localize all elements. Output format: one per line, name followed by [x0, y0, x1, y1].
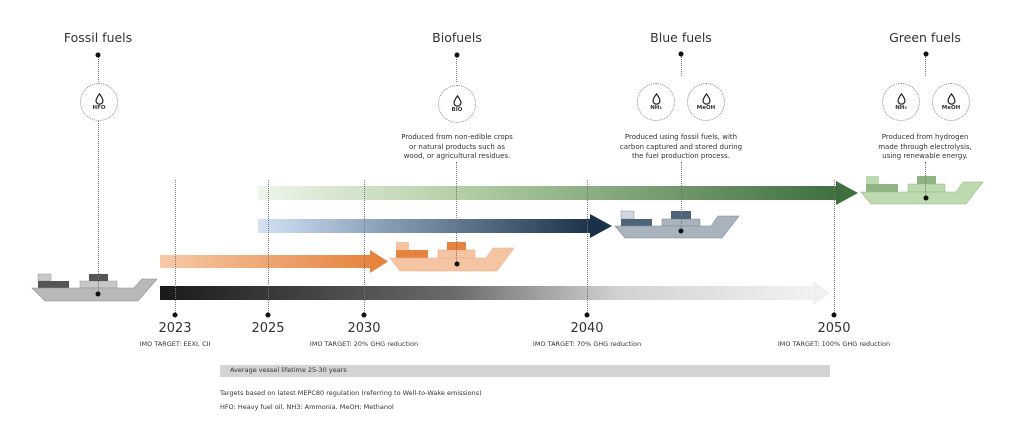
blue-connector-bottom	[681, 162, 682, 232]
milestone-target-2023: IMO TARGET: EEXI, CII	[139, 340, 211, 348]
green-description: Produced from hydrogen made through elec…	[878, 133, 972, 162]
ship-dot-blue	[678, 228, 684, 234]
milestone-dot-2050	[831, 312, 837, 318]
fossil-fuels-bar	[160, 281, 830, 305]
fossil-ship-icon	[31, 273, 158, 302]
fuel-label: HFO	[92, 104, 106, 111]
category-title-bio: Biofuels	[432, 30, 482, 45]
fuel-drop-icon	[946, 92, 956, 105]
fossil-connector-top	[98, 56, 99, 82]
fossil-connector-bottom	[98, 118, 99, 294]
fuel-drop-icon	[701, 92, 711, 105]
milestone-target-2030: IMO TARGET: 20% GHG reduction	[309, 340, 419, 348]
fuel-badge-blue-meoh: MeOH	[687, 83, 725, 121]
milestone-year-2030: 2030	[347, 321, 381, 336]
fuel-label: NH₃	[895, 104, 907, 111]
biofuels-ship-icon	[389, 242, 515, 272]
fuel-badge-green-nh3: NH₃	[882, 83, 920, 121]
milestone-year-2050: 2050	[817, 321, 851, 336]
blue-fuels-ship-icon	[614, 210, 740, 239]
blue-fuels-arrow	[258, 214, 612, 238]
description-line: Produced from hydrogen	[881, 133, 969, 141]
category-dot-green	[923, 51, 929, 57]
fuel-drop-icon	[452, 94, 462, 107]
fuel-label: MeOH	[696, 104, 716, 111]
biofuels-arrow	[160, 250, 388, 273]
ship-dot-green	[923, 195, 929, 201]
description-line: Produced using fossil fuels, with	[624, 133, 738, 141]
milestone-line-2050	[834, 180, 835, 315]
fuel-drop-icon	[896, 92, 906, 105]
fuel-label: BIO	[451, 106, 463, 113]
milestone-dot-2023	[172, 312, 178, 318]
milestone-line-2023	[175, 180, 176, 315]
blue-connector-top	[681, 56, 682, 76]
fuel-label: NH₃	[650, 104, 662, 111]
fuel-drop-icon	[94, 92, 104, 105]
category-title-blue: Blue fuels	[650, 30, 712, 45]
milestone-year-2023: 2023	[158, 321, 192, 336]
milestone-dot-2040	[584, 312, 590, 318]
category-dot-blue	[678, 51, 684, 57]
fuel-badge-green-meoh: MeOH	[932, 83, 970, 121]
category-title-green: Green fuels	[889, 30, 961, 45]
bio-description: Produced from non-edible crops or natura…	[401, 133, 513, 162]
vessel-lifetime-label: Average vessel lifetime 25-30 years	[230, 366, 347, 374]
fuel-badge-bio: BIO	[438, 85, 476, 123]
milestone-dot-2025	[265, 312, 271, 318]
ship-dot-bio	[454, 261, 460, 267]
green-fuels-ship-icon	[860, 176, 984, 205]
description-line: the fuel production process.	[631, 152, 731, 160]
fuel-badge-blue-nh3: NH₃	[637, 83, 675, 121]
milestone-line-2040	[587, 180, 588, 315]
milestone-target-2040: IMO TARGET: 70% GHG reduction	[532, 340, 642, 348]
green-connector-bottom	[925, 162, 926, 198]
milestone-dot-2030	[361, 312, 367, 318]
fuel-label: MeOH	[941, 104, 961, 111]
category-dot-fossil	[95, 52, 101, 58]
milestone-target-2050: IMO TARGET: 100% GHG reduction	[777, 340, 891, 348]
green-connector-top	[925, 56, 926, 76]
milestone-line-2030	[364, 180, 365, 315]
description-line: carbon captured and stored during	[619, 142, 743, 151]
blue-description: Produced using fossil fuels, with carbon…	[620, 133, 742, 162]
green-fuels-arrow	[258, 181, 858, 205]
milestone-year-2040: 2040	[570, 321, 604, 336]
milestone-year-2025: 2025	[251, 321, 285, 336]
category-title-fossil: Fossil fuels	[63, 30, 133, 45]
bio-connector-bottom	[456, 162, 457, 264]
abbreviation-note: HFO: Heavy fuel oil. NH3: Ammonia. MeOH:…	[220, 403, 394, 411]
category-dot-bio	[454, 52, 460, 58]
description-line: made through electrolysis,	[878, 142, 972, 151]
description-line: wood, or agricultural residues.	[403, 152, 511, 160]
description-line: using renewable energy.	[882, 152, 968, 160]
description-line: or natural products such as	[409, 142, 505, 151]
milestone-line-2025	[268, 180, 269, 315]
description-line: Produced from non-edible crops	[401, 133, 513, 141]
ship-dot-fossil	[95, 291, 101, 297]
regulation-note: Targets based on latest MEPC80 regulatio…	[220, 389, 482, 397]
fuel-drop-icon	[651, 92, 661, 105]
fuel-badge-hfo: HFO	[80, 83, 118, 121]
vessel-lifetime-bar: Average vessel lifetime 25-30 years	[220, 365, 830, 377]
bio-connector-top	[456, 56, 457, 82]
